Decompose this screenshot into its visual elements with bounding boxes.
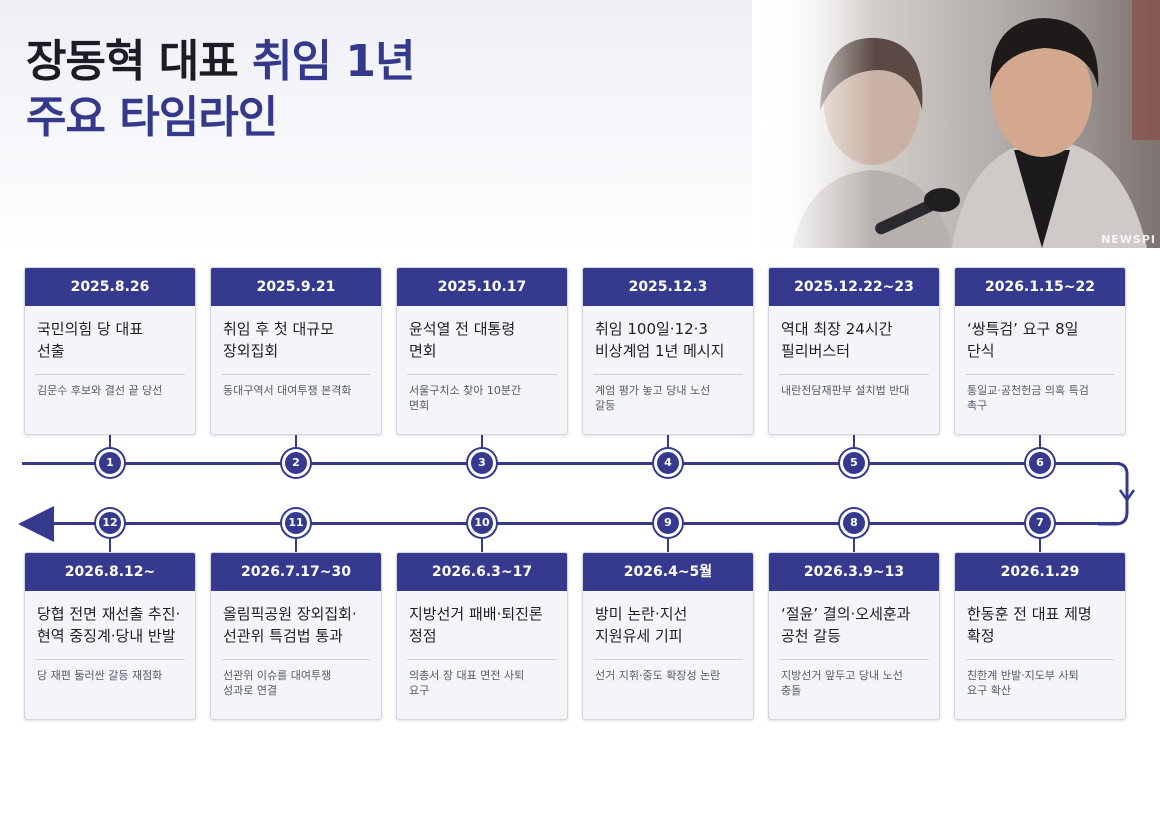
timeline-node: 12 — [96, 509, 124, 537]
event-detail: 내란전담재판부 설치법 반대 — [781, 384, 910, 397]
event-headline: 올림픽공원 장외집회·선관위 특검법 통과 — [223, 605, 357, 645]
timeline-lower-line — [50, 522, 1120, 525]
event-date: 2026.1.29 — [955, 553, 1125, 591]
card-divider — [779, 374, 929, 375]
event-date: 2025.8.26 — [25, 268, 195, 306]
title-dark-text: 장동혁 대표 — [26, 36, 239, 87]
photo-fade-overlay — [752, 0, 1160, 248]
timeline-node: 1 — [96, 449, 124, 477]
card-divider — [965, 659, 1115, 660]
event-date: 2026.1.15~22 — [955, 268, 1125, 306]
event-detail: 당 재편 둘러싼 갈등 재점화 — [37, 669, 163, 682]
timeline-node: 9 — [654, 509, 682, 537]
card-divider — [221, 659, 371, 660]
timeline-node: 4 — [654, 449, 682, 477]
timeline-connector — [1039, 524, 1041, 552]
card-divider — [593, 659, 743, 660]
event-date: 2026.6.3~17 — [397, 553, 567, 591]
timeline-node: 10 — [468, 509, 496, 537]
event-date: 2026.7.17~30 — [211, 553, 381, 591]
event-date: 2025.9.21 — [211, 268, 381, 306]
timeline-node: 11 — [282, 509, 310, 537]
event-detail: 동대구역서 대여투쟁 본격화 — [223, 384, 352, 397]
timeline-connector — [667, 524, 669, 552]
timeline-connector — [853, 524, 855, 552]
timeline-upper-line — [22, 462, 1120, 465]
card-divider — [593, 374, 743, 375]
timeline-connector — [109, 524, 111, 552]
timeline-node: 5 — [840, 449, 868, 477]
card-divider — [407, 659, 557, 660]
event-date: 2026.4~5월 — [583, 553, 753, 591]
event-headline: 당협 전면 재선출 추진·현역 중징계·당내 반발 — [37, 605, 181, 645]
title-subline: 주요 타임라인 — [26, 92, 278, 143]
event-date: 2026.3.9~13 — [769, 553, 939, 591]
card-divider — [779, 659, 929, 660]
card-divider — [221, 374, 371, 375]
timeline-turn-arrow — [1098, 462, 1136, 526]
event-detail: 선거 지휘·중도 확장성 논란 — [595, 669, 721, 682]
page-title: 장동혁 대표 취임 1년 주요 타임라인 — [26, 34, 415, 146]
photo-watermark: NEWSPI — [1101, 233, 1156, 246]
event-date: 2026.8.12~ — [25, 553, 195, 591]
event-date: 2025.12.22~23 — [769, 268, 939, 306]
card-divider — [965, 374, 1115, 375]
event-detail: 김문수 후보와 결선 끝 당선 — [37, 384, 163, 397]
card-divider — [407, 374, 557, 375]
timeline-node: 3 — [468, 449, 496, 477]
header-photo: NEWSPI — [752, 0, 1160, 248]
timeline-node: 6 — [1026, 449, 1054, 477]
card-divider — [35, 659, 185, 660]
timeline-node: 7 — [1026, 509, 1054, 537]
card-divider — [35, 374, 185, 375]
event-date: 2025.12.3 — [583, 268, 753, 306]
title-accent-text: 취임 1년 — [252, 36, 415, 87]
event-date: 2025.10.17 — [397, 268, 567, 306]
timeline-node: 2 — [282, 449, 310, 477]
timeline-node: 8 — [840, 509, 868, 537]
timeline-connector — [481, 524, 483, 552]
timeline-arrowhead-icon — [18, 506, 54, 542]
timeline-connector — [295, 524, 297, 552]
